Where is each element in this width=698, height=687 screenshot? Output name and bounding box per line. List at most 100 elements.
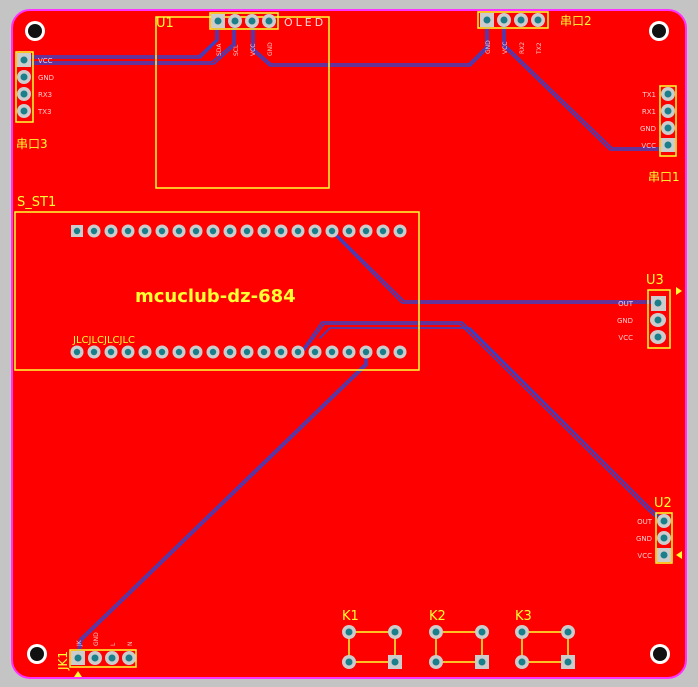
serial-port-1: TX1 RX1 GND VCC 串口1 [640, 85, 680, 184]
mcu-pin-hole [90, 348, 98, 356]
serial2-pin-4: TX2 [536, 42, 543, 55]
mcu-pin-hole [192, 348, 200, 356]
mcu-pin-hole [158, 227, 166, 235]
u2-pin-3: VCC [637, 552, 652, 560]
serial-port-2: 串口2 GND VCC RX2 TX2 [477, 11, 592, 55]
serial2-ref: 串口2 [560, 14, 592, 28]
u3-ref: U3 [646, 273, 664, 288]
serial2-pin-1: GND [485, 40, 492, 54]
u2-pin-2: GND [636, 535, 652, 543]
jk1-pin-2: GND [93, 632, 100, 646]
u2-pin-1: OUT [637, 518, 653, 526]
mcu-pin-hole [124, 227, 132, 235]
u1-ref: U1 [156, 16, 174, 31]
mcu-pin-hole [362, 348, 370, 356]
serial3-pin-2: GND [38, 74, 54, 82]
mcu-pin-hole [311, 227, 319, 235]
mcu-bottom-pin-row [70, 345, 407, 359]
trace-oled-scl [25, 20, 236, 65]
trace-oled-vcc [251, 19, 489, 67]
trace-mcu-u3 [330, 230, 661, 304]
mcu-pin-hole [158, 348, 166, 356]
button-k2: K2 [429, 609, 489, 669]
mcu-pin-hole [396, 348, 404, 356]
board-copper-pour [11, 9, 687, 679]
jk1-pin-3: L [110, 642, 117, 646]
mcu-pin-hole [328, 227, 336, 235]
jk1-ref: JK1 [56, 651, 70, 671]
mcu-pin-hole [277, 227, 285, 235]
mcu-pin-hole [277, 348, 285, 356]
trace-serial2 [504, 19, 669, 149]
mount-holes [25, 21, 670, 664]
serial3-ref: 串口3 [16, 137, 48, 151]
u3-pin-3: VCC [618, 334, 633, 342]
mcu-pin-hole [226, 348, 234, 356]
mcu-pin-hole [311, 348, 319, 356]
mcu-pin-hole [107, 227, 115, 235]
serial3-pin-4: TX3 [37, 108, 52, 116]
serial3-pin-1: VCC [38, 57, 53, 65]
u2-ref: U2 [654, 496, 672, 511]
button-k1: K1 [342, 609, 402, 669]
mcu-pin-hole [209, 227, 217, 235]
jk1-connector: JK1 JK GND L N [56, 632, 137, 677]
mcu-pin-hole [175, 348, 183, 356]
u1-pin-2: SCL [233, 44, 240, 56]
mcu-pin-hole [362, 227, 370, 235]
u1-pin-3: VCC [250, 44, 257, 56]
mcu-module: S_ST1 mcuclub-dz-684 JLCJLCJLCJLC [14, 195, 420, 371]
mcu-pin-hole [243, 227, 251, 235]
u1-pin-1: SDA [216, 43, 223, 56]
mcu-pin-hole [73, 227, 81, 235]
serial2-pin-3: RX2 [519, 42, 526, 54]
u1-oled-module: U1 OLED SDA SCL VCC GND [155, 12, 330, 189]
mcu-pin-hole [379, 227, 387, 235]
jk1-pin-1: JK [76, 639, 83, 647]
mcu-pin-hole [90, 227, 98, 235]
mcu-pin-hole [141, 227, 149, 235]
mcu-pin-hole [294, 348, 302, 356]
mcu-pin-hole [260, 227, 268, 235]
u2-module: U2 OUT GND VCC [636, 496, 682, 564]
mcu-pin-hole [345, 348, 353, 356]
project-label: mcuclub-dz-684 [135, 286, 296, 307]
u3-module: U3 OUT GND VCC [617, 273, 682, 349]
mcu-pin-hole [243, 348, 251, 356]
mcu-pin-hole [107, 348, 115, 356]
mcu-pin-hole [260, 348, 268, 356]
mcu-pin-hole [124, 348, 132, 356]
mcu-pin-hole [345, 227, 353, 235]
mcu-pin-hole [192, 227, 200, 235]
u3-pin-1: OUT [618, 300, 634, 308]
u1-name: OLED [284, 16, 326, 29]
serial1-ref: 串口1 [648, 170, 680, 184]
k3-ref: K3 [515, 609, 532, 624]
jk1-pin-4: N [127, 642, 134, 647]
mcu-pin-hole [396, 227, 404, 235]
k2-ref: K2 [429, 609, 446, 624]
mcu-pin-hole [294, 227, 302, 235]
serial2-pin-2: VCC [502, 42, 509, 54]
button-k3: K3 [515, 609, 575, 669]
serial1-pin-2: RX1 [642, 108, 656, 116]
u1-pin-4: GND [267, 42, 274, 56]
jlc-label: JLCJLCJLCJLC [72, 335, 135, 346]
k1-ref: K1 [342, 609, 359, 624]
mcu-pin-hole [379, 348, 387, 356]
u3-pin-2: GND [617, 317, 633, 325]
mcu-pin-hole [328, 348, 336, 356]
mcu-pin-hole [141, 348, 149, 356]
mcu-ref: S_ST1 [17, 195, 56, 210]
serial1-pin-4: VCC [641, 142, 656, 150]
serial3-pin-3: RX3 [38, 91, 52, 99]
mcu-pin-hole [175, 227, 183, 235]
mcu-pin-hole [73, 348, 81, 356]
u1-pins [211, 14, 276, 28]
serial1-pin-3: GND [640, 125, 656, 133]
mcu-pin-hole [226, 227, 234, 235]
trace-oled-sda [25, 20, 219, 59]
mcu-pin-hole [209, 348, 217, 356]
serial-port-3: VCC GND RX3 TX3 串口3 [15, 51, 54, 151]
